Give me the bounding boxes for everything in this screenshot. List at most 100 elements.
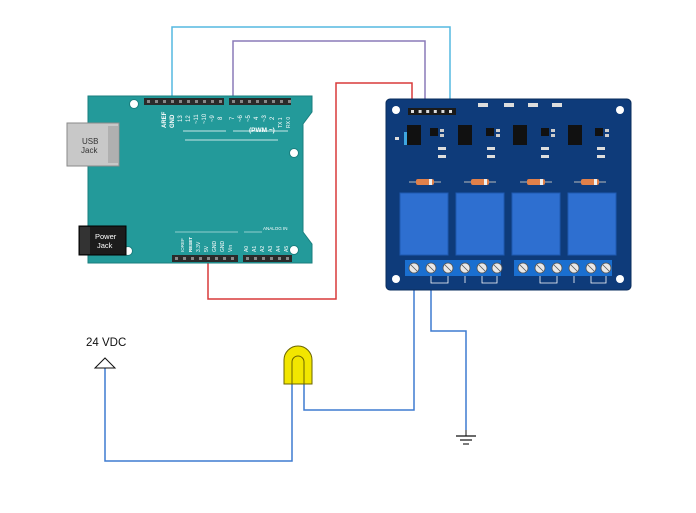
header-pin	[215, 257, 218, 260]
wire-gnd	[171, 26, 451, 108]
header-pin	[179, 100, 182, 103]
smd-resistor	[438, 147, 446, 150]
header-pin	[278, 257, 281, 260]
supply-arrow-icon	[93, 357, 117, 369]
usb-label: USB	[82, 137, 98, 146]
pin-label-7: 7	[230, 116, 236, 120]
power-label-jack: Jack	[97, 241, 113, 250]
smd-part	[605, 134, 609, 137]
pin-label-gnd: GND	[170, 114, 176, 128]
terminal-slot	[536, 264, 544, 272]
power-header	[172, 255, 238, 262]
usb-jack: USB Jack	[66, 122, 120, 167]
pcb-trace	[481, 276, 498, 284]
header-pin	[254, 257, 257, 260]
smd-resistor	[597, 155, 605, 158]
smd-resistor	[438, 155, 446, 158]
header-pin	[199, 257, 202, 260]
pin-label-2: 2	[270, 116, 276, 120]
smd-part	[496, 134, 500, 137]
header-pin	[191, 257, 194, 260]
pin-label-a1: A1	[252, 246, 258, 252]
transistor	[595, 128, 603, 136]
pwm-label: (PWM ~)	[249, 127, 275, 134]
smd-resistor	[552, 103, 562, 107]
diode-band	[540, 179, 543, 185]
mounting-hole	[289, 245, 299, 255]
header-pin	[418, 110, 422, 113]
pin-label-12: 12	[186, 115, 192, 122]
pcb-trace	[590, 276, 607, 284]
pin-label-a0: A0	[244, 246, 250, 252]
optocoupler	[458, 125, 472, 145]
header-pin	[288, 100, 291, 103]
supply-label: 24 VDC	[86, 337, 126, 349]
header-pin	[183, 257, 186, 260]
wire-supply-lamp	[104, 368, 293, 462]
pin-label-ioref: IOREF	[180, 238, 185, 252]
header-pin	[256, 100, 259, 103]
power-label: Power	[95, 232, 117, 241]
smd-resistor	[541, 147, 549, 150]
terminal-slot	[461, 264, 469, 272]
analog-in-label: ANALOG IN	[263, 226, 288, 231]
header-pin	[286, 257, 289, 260]
pin-label-aref: AREF	[162, 111, 168, 128]
pin-label-0: RX 0	[286, 117, 292, 128]
pin-label-10: ~10	[202, 113, 208, 124]
smd-part	[440, 129, 444, 132]
smd-resistor	[478, 103, 488, 107]
transistor	[486, 128, 494, 136]
diode-band	[594, 179, 597, 185]
header-pin	[433, 110, 437, 113]
terminal-slot	[493, 264, 501, 272]
header-pin	[449, 110, 452, 113]
header-pin	[187, 100, 190, 103]
smd-resistor	[541, 155, 549, 158]
header-pin	[248, 100, 251, 103]
lamp	[283, 345, 313, 385]
optocoupler	[513, 125, 527, 145]
pin-label-9: ~9	[210, 114, 216, 122]
header-pin	[171, 100, 174, 103]
wire-relay-ground	[430, 270, 467, 430]
relay-module	[385, 98, 632, 291]
relay-1	[399, 192, 449, 256]
header-pin	[426, 110, 430, 113]
relay-input-header	[408, 108, 456, 115]
transistor	[541, 128, 549, 136]
smd-part	[440, 134, 444, 137]
smd-part	[551, 134, 555, 137]
header-pin	[219, 100, 222, 103]
terminal-slot	[410, 264, 418, 272]
header-pin	[231, 257, 234, 260]
smd-part	[496, 129, 500, 132]
pin-label-a2: A2	[260, 246, 266, 252]
header-pin	[270, 257, 273, 260]
header-pin	[411, 110, 414, 113]
header-pin	[264, 100, 267, 103]
terminal-slot	[478, 264, 486, 272]
pin-label-gnd2: GND	[220, 241, 226, 253]
wire-signal	[232, 40, 426, 108]
header-pin	[211, 100, 214, 103]
header-pin	[163, 100, 166, 103]
pin-label-a4: A4	[276, 246, 282, 252]
relay-2	[455, 192, 505, 256]
diode-band	[484, 179, 487, 185]
header-pin	[155, 100, 158, 103]
pin-label-a3: A3	[268, 246, 274, 252]
header-pin	[262, 257, 265, 260]
arduino-board: AREF GND 13 12 ~11 ~10 ~9 8 7 ~6 ~5 4 ~3…	[66, 95, 313, 264]
header-pin	[246, 257, 249, 260]
terminal-slot	[570, 264, 578, 272]
wire-5v	[207, 82, 413, 300]
header-pin	[147, 100, 150, 103]
optocoupler	[568, 125, 582, 145]
header-pin	[195, 100, 198, 103]
pin-label-reset: RESET	[188, 237, 193, 252]
optocoupler	[407, 125, 421, 145]
mounting-hole	[392, 275, 400, 283]
pin-label-3v3: 3.3V	[196, 241, 202, 252]
transistor	[430, 128, 438, 136]
